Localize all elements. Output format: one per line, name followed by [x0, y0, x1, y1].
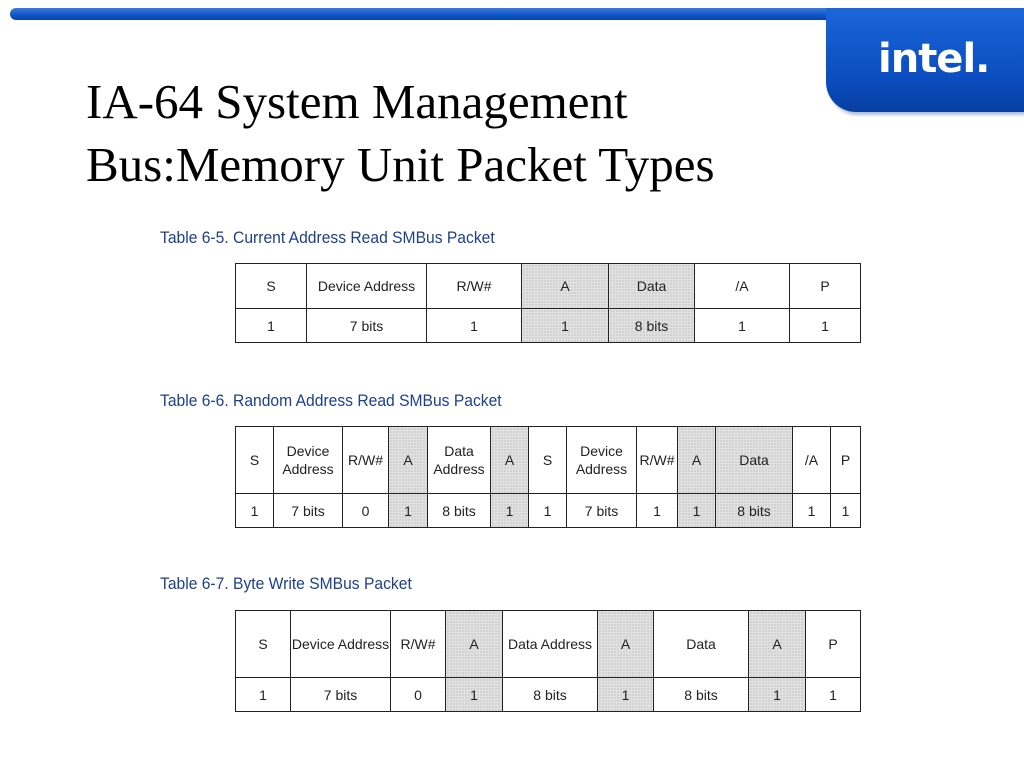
data-cell: 1 — [490, 493, 529, 528]
data-cell: 7 bits — [566, 493, 637, 528]
header-cell: Data — [715, 426, 793, 494]
data-cell: 1 — [748, 677, 806, 712]
data-cell: 0 — [342, 493, 389, 528]
header-cell: S — [528, 426, 567, 494]
data-cell: 1 — [636, 493, 678, 528]
data-cell: 1 — [677, 493, 716, 528]
header-cell: Device Address — [306, 263, 427, 309]
data-cell: 7 bits — [306, 308, 427, 343]
slide-title-line-1: IA-64 System Management — [86, 74, 628, 129]
header-cell: S — [235, 426, 274, 494]
header-cell: S — [235, 610, 291, 678]
data-cell: 1 — [694, 308, 790, 343]
data-cell: 1 — [388, 493, 428, 528]
header-cell: A — [388, 426, 428, 494]
header-cell: Device Address — [566, 426, 637, 494]
data-cell: 1 — [235, 493, 274, 528]
data-cell: 1 — [235, 677, 291, 712]
slide-title: IA-64 System Management Bus:Memory Unit … — [86, 70, 826, 196]
data-cell: 1 — [426, 308, 522, 343]
header-cell: A — [490, 426, 529, 494]
data-cell: 7 bits — [273, 493, 343, 528]
header-cell: R/W# — [390, 610, 446, 678]
table-6-7: S Device Address R/W# A Data Address A D… — [235, 610, 861, 712]
data-cell: 8 bits — [427, 493, 491, 528]
header-cell: Data — [653, 610, 749, 678]
header-cell: Data Address — [427, 426, 491, 494]
data-cell: 1 — [445, 677, 503, 712]
table-header-row: S Device Address R/W# A Data Address A D… — [235, 610, 861, 678]
header-cell: P — [789, 263, 861, 309]
header-cell: Device Address — [273, 426, 343, 494]
header-cell: P — [805, 610, 861, 678]
header-cell: R/W# — [342, 426, 389, 494]
table-6-6: S Device Address R/W# A Data Address A S… — [235, 426, 861, 528]
header-cell: /A — [792, 426, 831, 494]
table-6-5: S Device Address R/W# A Data /A P 1 7 bi… — [235, 263, 861, 343]
intel-logo-text: intel. — [878, 36, 990, 82]
data-cell: 1 — [597, 677, 654, 712]
data-cell: 8 bits — [608, 308, 695, 343]
table-data-row: 1 7 bits 1 1 8 bits 1 1 — [235, 308, 861, 343]
intel-logo: intel. — [826, 8, 1024, 112]
header-cell: A — [677, 426, 716, 494]
header-cell: Data Address — [502, 610, 598, 678]
data-cell: 8 bits — [715, 493, 793, 528]
data-cell: 1 — [528, 493, 567, 528]
table-6-7-caption: Table 6-7. Byte Write SMBus Packet — [160, 574, 412, 593]
data-cell: 8 bits — [502, 677, 598, 712]
data-cell: 1 — [235, 308, 307, 343]
data-cell: 8 bits — [653, 677, 749, 712]
table-6-5-caption: Table 6-5. Current Address Read SMBus Pa… — [160, 228, 495, 247]
table-header-row: S Device Address R/W# A Data Address A S… — [235, 426, 861, 494]
table-data-row: 1 7 bits 0 1 8 bits 1 8 bits 1 1 — [235, 677, 861, 712]
data-cell: 7 bits — [290, 677, 391, 712]
header-cell: A — [445, 610, 503, 678]
header-cell: Device Address — [290, 610, 391, 678]
table-data-row: 1 7 bits 0 1 8 bits 1 1 7 bits 1 1 8 bit… — [235, 493, 861, 528]
data-cell: 1 — [792, 493, 831, 528]
header-cell: Data — [608, 263, 695, 309]
header-cell: A — [748, 610, 806, 678]
header-cell: A — [521, 263, 609, 309]
data-cell: 0 — [390, 677, 446, 712]
header-cell: R/W# — [426, 263, 522, 309]
data-cell: 1 — [830, 493, 861, 528]
header-cell: S — [235, 263, 307, 309]
top-banner — [0, 0, 1024, 40]
data-cell: 1 — [805, 677, 861, 712]
data-cell: 1 — [789, 308, 861, 343]
header-cell: /A — [694, 263, 790, 309]
header-cell: P — [830, 426, 861, 494]
slide-title-line-2: Bus:Memory Unit Packet Types — [86, 137, 715, 192]
table-6-6-caption: Table 6-6. Random Address Read SMBus Pac… — [160, 391, 502, 410]
top-banner-bar — [10, 8, 850, 20]
table-header-row: S Device Address R/W# A Data /A P — [235, 263, 861, 309]
data-cell: 1 — [521, 308, 609, 343]
header-cell: A — [597, 610, 654, 678]
header-cell: R/W# — [636, 426, 678, 494]
